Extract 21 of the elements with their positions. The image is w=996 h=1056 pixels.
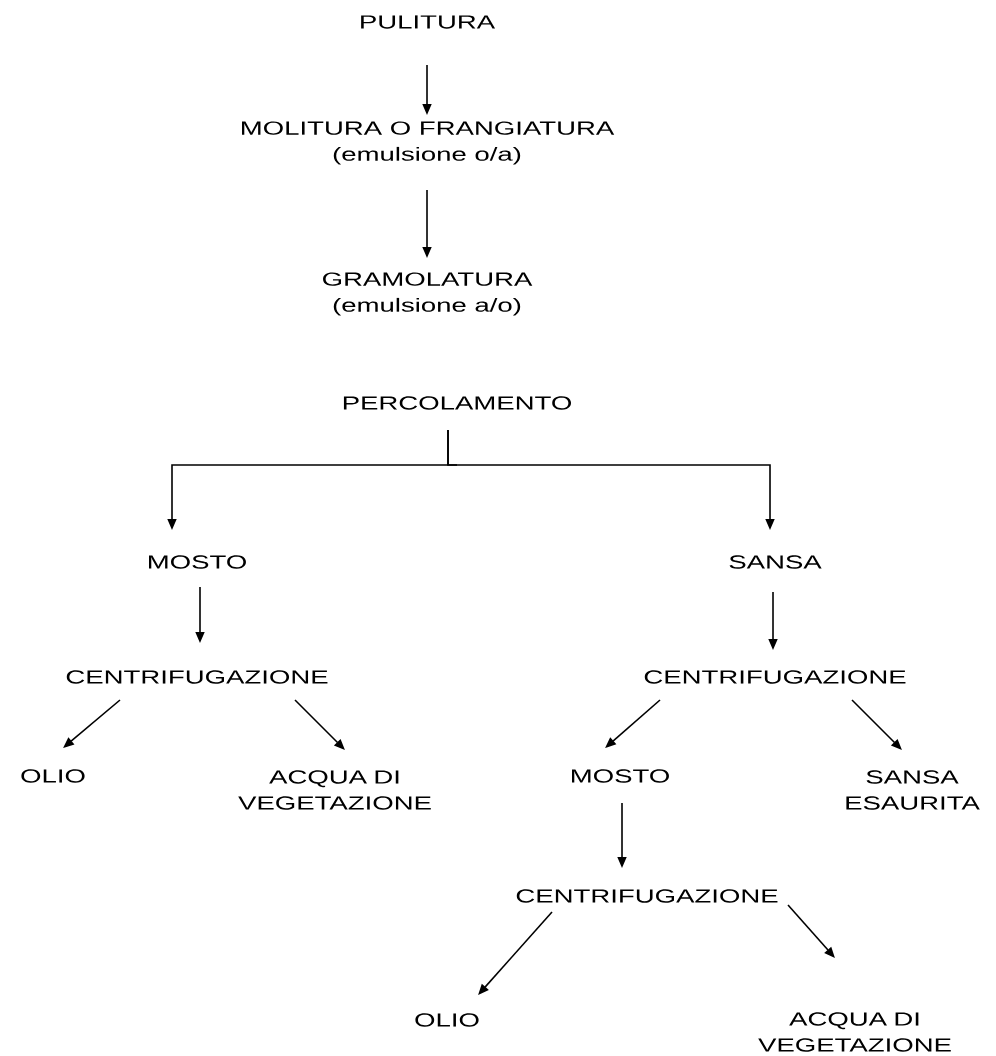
step-label: GRAMOLATURA (emulsione a/o) xyxy=(323,272,533,316)
step-label: ACQUA DI VEGETAZIONE xyxy=(758,1012,951,1052)
arrow xyxy=(478,911,553,995)
arrow xyxy=(63,699,121,748)
arrow xyxy=(851,699,902,750)
step-label: ACQUA DI VEGETAZIONE xyxy=(238,770,431,810)
step-label: SANSA ESAURITA xyxy=(846,770,980,810)
arrow xyxy=(605,699,661,748)
step-label: PULITURA xyxy=(361,15,496,29)
step-label: MOSTO xyxy=(572,769,669,783)
arrow xyxy=(787,904,835,958)
step-label: MOLITURA O FRANGIATURA (emulsione o/a) xyxy=(242,121,615,165)
step-label: MOSTO xyxy=(149,555,246,569)
step-label: SANSA xyxy=(729,555,822,569)
step-label: PERCOLAMENTO xyxy=(343,396,571,410)
step-label: OLIO xyxy=(415,1013,479,1027)
step-label: OLIO xyxy=(21,769,85,783)
step-label: CENTRIFUGAZIONE xyxy=(644,670,906,684)
arrow xyxy=(294,699,345,750)
step-label: CENTRIFUGAZIONE xyxy=(516,889,778,903)
step-label: CENTRIFUGAZIONE xyxy=(66,670,328,684)
